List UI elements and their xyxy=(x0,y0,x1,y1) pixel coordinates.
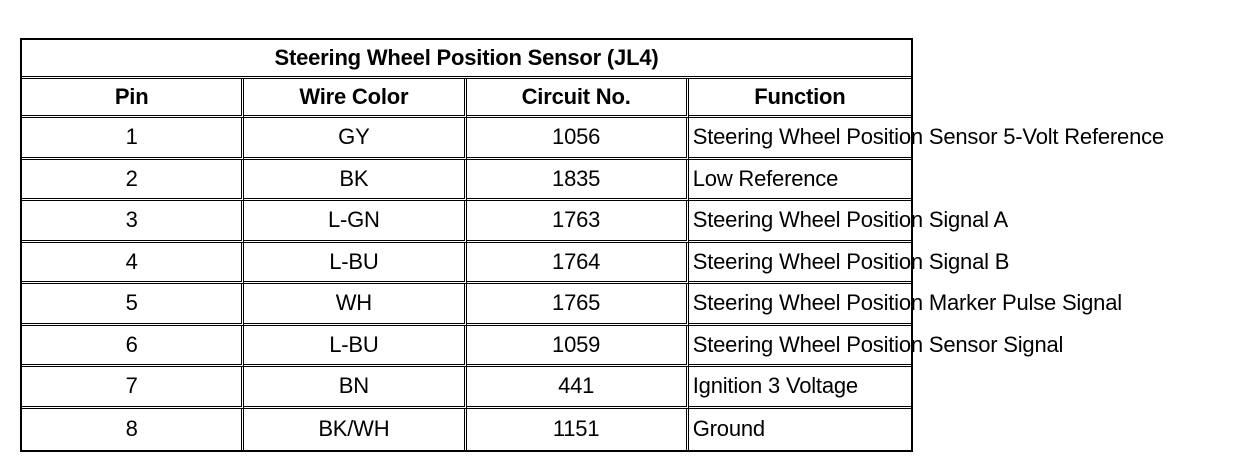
header-wire-color: Wire Color xyxy=(244,79,467,118)
function-cell: Steering Wheel Position Signal B xyxy=(688,243,1009,284)
wire-color-cell: L-GN xyxy=(244,201,467,243)
circuit-no-cell: 1835 xyxy=(466,159,689,201)
table-row: 3 L-GN 1763 Steering Wheel Position Sign… xyxy=(22,201,1008,243)
function-cell: Ignition 3 Voltage xyxy=(688,367,911,409)
circuit-no-cell: 441 xyxy=(466,367,689,409)
table-row: 2 BK 1835 Low Reference xyxy=(22,159,911,201)
table-row: 5 WH 1765 Steering Wheel Position Marker… xyxy=(22,284,1122,326)
connector-pinout-table-container: Steering Wheel Position Sensor (JL4) Pin… xyxy=(20,38,1164,452)
header-row: Pin Wire Color Circuit No. Function xyxy=(22,79,911,118)
pin-cell: 4 xyxy=(22,242,245,284)
pin-cell: 8 xyxy=(22,408,245,450)
function-cell: Steering Wheel Position Sensor 5-Volt Re… xyxy=(688,118,1164,160)
pin-cell: 3 xyxy=(22,201,245,243)
function-cell: Steering Wheel Position Marker Pulse Sig… xyxy=(688,284,1122,326)
pin-cell: 1 xyxy=(22,118,245,160)
function-cell: Steering Wheel Position Sensor Signal xyxy=(688,326,1063,367)
circuit-no-cell: 1765 xyxy=(466,284,689,326)
table-title: Steering Wheel Position Sensor (JL4) xyxy=(22,40,911,79)
circuit-no-cell: 1764 xyxy=(466,242,689,284)
circuit-no-cell: 1056 xyxy=(466,118,689,160)
circuit-no-cell: 1059 xyxy=(466,325,689,367)
table-row: 7 BN 441 Ignition 3 Voltage xyxy=(22,367,911,409)
table-row: 6 L-BU 1059 Steering Wheel Position Sens… xyxy=(22,325,1063,367)
pin-cell: 6 xyxy=(22,325,245,367)
pin-cell: 7 xyxy=(22,367,245,409)
wire-color-cell: BK/WH xyxy=(244,408,467,450)
wire-color-cell: GY xyxy=(244,118,467,160)
circuit-no-cell: 1763 xyxy=(466,201,689,243)
header-circuit-no: Circuit No. xyxy=(466,79,689,118)
function-cell: Steering Wheel Position Signal A xyxy=(688,201,1008,243)
header-pin: Pin xyxy=(22,79,245,118)
table-row: 4 L-BU 1764 Steering Wheel Position Sign… xyxy=(22,242,1009,284)
pin-cell: 5 xyxy=(22,284,245,326)
function-cell: Ground xyxy=(692,416,765,442)
pin-cell: 2 xyxy=(22,159,245,201)
circuit-no-cell: 1151 xyxy=(467,408,689,450)
wire-color-cell: BK xyxy=(244,159,467,201)
header-function: Function xyxy=(688,79,911,118)
connector-pinout-table: Steering Wheel Position Sensor (JL4) Pin… xyxy=(22,40,1164,450)
table-row: 1 GY 1056 Steering Wheel Position Sensor… xyxy=(22,118,1164,160)
wire-color-cell: WH xyxy=(244,284,467,326)
wire-color-cell: BN xyxy=(244,367,467,409)
wire-color-cell: L-BU xyxy=(244,242,467,284)
table-row: 8 BK/WH 1151 Ground xyxy=(22,408,911,450)
function-cell: Low Reference xyxy=(688,160,911,201)
wire-color-cell: L-BU xyxy=(244,325,467,367)
